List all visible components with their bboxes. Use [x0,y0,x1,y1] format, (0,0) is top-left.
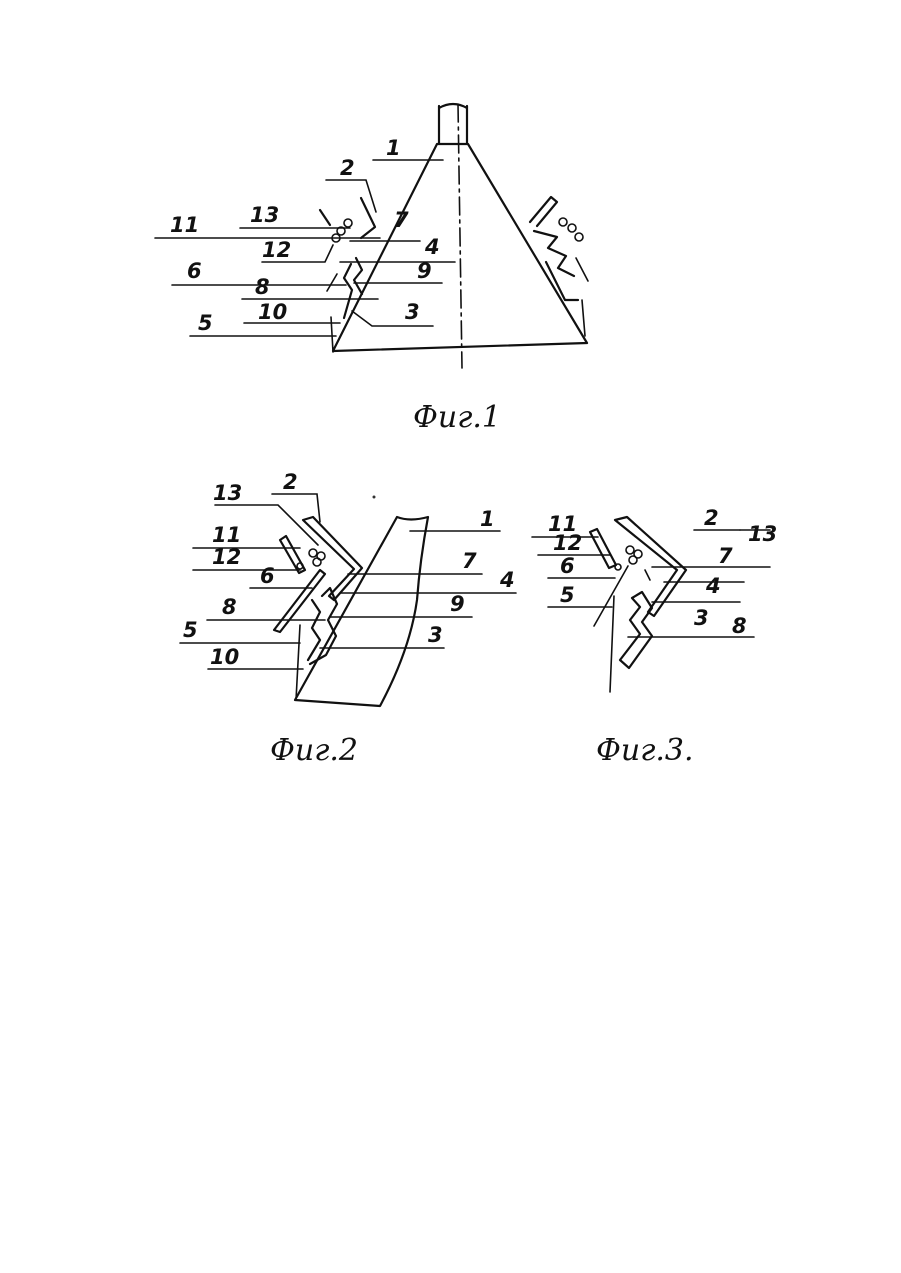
deflector-plate [530,197,557,226]
drawing-stroke [326,180,376,212]
caption-fig3: Фиг.3. [596,733,694,768]
label-13: 13 [748,522,777,546]
label-10: 10 [258,300,287,324]
drawing-stroke [439,104,467,143]
roller [626,546,634,554]
label-5: 5 [183,618,198,642]
roller [344,219,352,227]
label-6: 6 [187,259,202,283]
bolt [645,570,650,580]
label-2: 2 [340,156,355,180]
roller [313,558,321,566]
right-mechanism [530,197,588,336]
label-5: 5 [560,583,575,607]
upper-bar [280,536,305,573]
skirt [582,300,585,336]
label-13: 13 [213,481,242,505]
roller [575,233,583,241]
upper-bar [590,529,616,568]
label-7: 7 [394,208,409,232]
label-11: 11 [170,213,199,237]
leader-lines-fig2 [180,494,516,669]
figure-3: 11 2 13 12 6 7 4 5 3 8 Фиг.3. [532,506,777,768]
label-8: 8 [255,275,270,299]
zigzag-seal [344,264,352,318]
label-12: 12 [262,238,291,262]
skirt [610,596,614,692]
zigzag-seal [354,258,362,294]
lever-arm [594,566,628,626]
skirt [296,625,300,700]
label-7: 7 [462,549,477,573]
figure-2: 13 2 1 11 12 7 6 4 8 9 5 3 10 Фиг.2 [180,470,516,768]
wall-section [295,517,428,706]
roller [615,564,621,570]
label-11: 11 [212,523,241,547]
zigzag-seal [620,592,652,668]
flap [327,274,337,291]
label-9: 9 [417,259,432,283]
label-6: 6 [260,564,275,588]
label-12: 12 [553,531,582,555]
label-6: 6 [560,554,575,578]
label-8: 8 [732,614,747,638]
caption-fig2: Фиг.2 [270,733,358,768]
drawing-stroke [295,517,428,706]
lever [320,210,330,225]
label-3: 3 [694,606,709,630]
caption-fig1: Фиг.1 [413,400,501,435]
labels-fig1: 1 2 13 11 7 12 4 6 9 8 5 10 3 [170,136,440,335]
label-4: 4 [705,574,721,598]
label-2: 2 [283,470,298,494]
label-13: 13 [250,203,279,227]
label-10: 10 [210,645,239,669]
label-8: 8 [222,595,237,619]
roller [629,556,637,564]
speck [373,496,376,499]
drawing-stroke [352,311,433,326]
roller [568,224,576,232]
roller [309,549,317,557]
label-4: 4 [424,235,440,259]
lever-arm [274,570,325,632]
outlet-pipe [439,104,467,143]
label-1: 1 [386,136,401,160]
figure-1: 1 2 13 11 7 12 4 6 9 8 5 10 3 Фиг.1 [155,104,588,435]
zigzag-seal [308,600,320,660]
label-7: 7 [718,544,733,568]
label-3: 3 [405,300,420,324]
labels-fig3: 11 2 13 12 6 7 4 5 3 8 [548,506,777,638]
label-4: 4 [499,568,515,592]
label-1: 1 [480,507,495,531]
flap [576,258,588,281]
label-2: 2 [704,506,719,530]
label-5: 5 [198,311,213,335]
label-3: 3 [428,623,443,647]
left-mechanism [320,198,375,352]
zigzag-seal [534,231,574,276]
label-12: 12 [212,545,241,569]
label-9: 9 [450,592,465,616]
roller [559,218,567,226]
